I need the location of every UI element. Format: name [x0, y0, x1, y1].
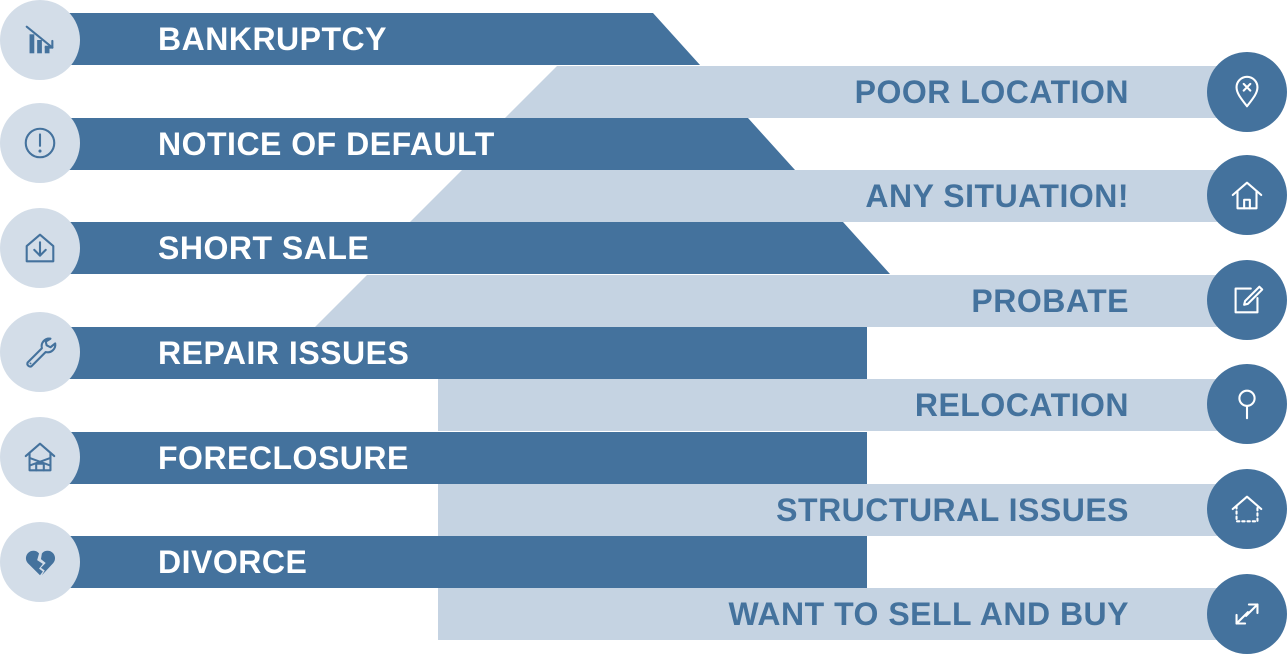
wrench-icon: [0, 312, 80, 392]
left-band-label: NOTICE OF DEFAULT: [158, 125, 495, 162]
house-taped-icon: [0, 417, 80, 497]
right-band-probate: PROBATE: [315, 275, 1245, 327]
right-band-label: RELOCATION: [914, 386, 1129, 423]
left-band-label: REPAIR ISSUES: [158, 334, 410, 371]
right-band-label: POOR LOCATION: [854, 73, 1129, 110]
house-outline-icon: [1207, 469, 1287, 549]
left-band-label: SHORT SALE: [158, 229, 370, 266]
left-band-label: BANKRUPTCY: [158, 20, 387, 57]
right-band-label: WANT TO SELL AND BUY: [728, 595, 1129, 632]
map-pin-icon: [1207, 364, 1287, 444]
right-band-want-to-sell-and-buy: WANT TO SELL AND BUY: [438, 588, 1245, 640]
house-download-icon: [0, 208, 80, 288]
right-band-label: STRUCTURAL ISSUES: [776, 491, 1129, 528]
edit-document-icon: [1207, 260, 1287, 340]
right-band-label: PROBATE: [971, 282, 1129, 319]
right-band-any-situation: ANY SITUATION!: [410, 170, 1245, 222]
left-band-label: FORECLOSURE: [158, 439, 409, 476]
left-band-notice-of-default: NOTICE OF DEFAULT: [40, 118, 795, 170]
left-band-bankruptcy: BANKRUPTCY: [40, 13, 700, 65]
right-band-label: ANY SITUATION!: [865, 177, 1129, 214]
right-band-structural-issues: STRUCTURAL ISSUES: [438, 484, 1245, 536]
left-band-divorce: DIVORCE: [40, 536, 867, 588]
right-band-relocation: RELOCATION: [438, 379, 1245, 431]
house-icon: [1207, 155, 1287, 235]
right-band-poor-location: POOR LOCATION: [505, 66, 1245, 118]
broken-heart-icon: [0, 522, 80, 602]
left-band-foreclosure: FORECLOSURE: [40, 432, 867, 484]
swap-arrows-icon: [1207, 574, 1287, 654]
bar-chart-down-icon: [0, 0, 80, 80]
left-band-repair-issues: REPAIR ISSUES: [40, 327, 867, 379]
exclamation-circle-icon: [0, 103, 80, 183]
left-band-label: DIVORCE: [158, 543, 308, 580]
location-pin-x-icon: [1207, 52, 1287, 132]
left-band-short-sale: SHORT SALE: [40, 222, 890, 274]
